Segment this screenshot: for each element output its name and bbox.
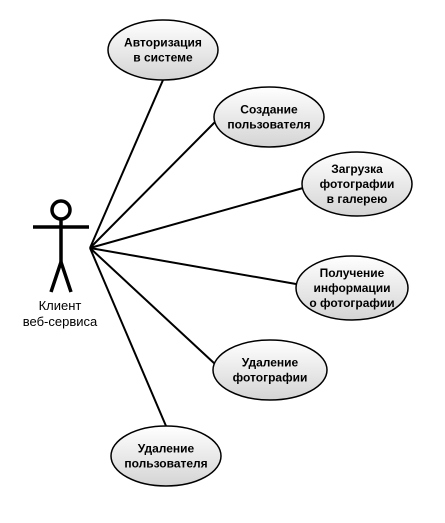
use-case-ellipse[interactable] — [301, 151, 413, 217]
use-case-label-line: Удаление — [138, 442, 195, 456]
use-case-label-line: фотографии — [233, 371, 308, 385]
use-case-label-line: Загрузка — [331, 162, 383, 176]
actor-right-leg — [59, 261, 73, 293]
association-line-delete-user — [89, 247, 167, 427]
use-case-ellipse[interactable] — [110, 425, 222, 487]
use-case-label-line: о фотографии — [309, 296, 394, 310]
actor-name-line-1: Клиент — [39, 298, 82, 313]
use-case-ellipse[interactable] — [213, 86, 325, 148]
use-case-label-line: Создание — [240, 103, 298, 117]
use-case-label-line: пользователя — [227, 118, 310, 132]
use-case-label-line: фотографии — [320, 177, 395, 191]
use-case-ellipse[interactable] — [107, 19, 219, 81]
actor-name-line-2: веб-сервиса — [23, 314, 98, 329]
use-case-label-line: Получение — [320, 266, 385, 280]
use-case-label-line: пользователя — [124, 457, 207, 471]
use-case-label-line: Удаление — [242, 356, 299, 370]
actor-left-leg — [49, 261, 63, 293]
use-case-ellipse[interactable] — [295, 255, 409, 321]
use-case-label-line: Авторизация — [124, 36, 202, 50]
actor-head — [50, 199, 72, 221]
association-lines — [89, 79, 304, 427]
use-case-label-line: в системе — [133, 51, 193, 65]
use-case-label-line: информации — [314, 281, 391, 295]
association-line-auth — [89, 79, 164, 249]
actor: Клиент веб-сервиса — [23, 199, 98, 329]
association-line-photo-info — [89, 247, 297, 285]
association-line-upload-photo — [89, 187, 304, 249]
use-case-ellipse[interactable] — [212, 339, 328, 401]
association-line-create-user — [89, 121, 216, 249]
use-case-label-line: в галерею — [327, 192, 388, 206]
association-line-delete-photo — [89, 247, 216, 365]
